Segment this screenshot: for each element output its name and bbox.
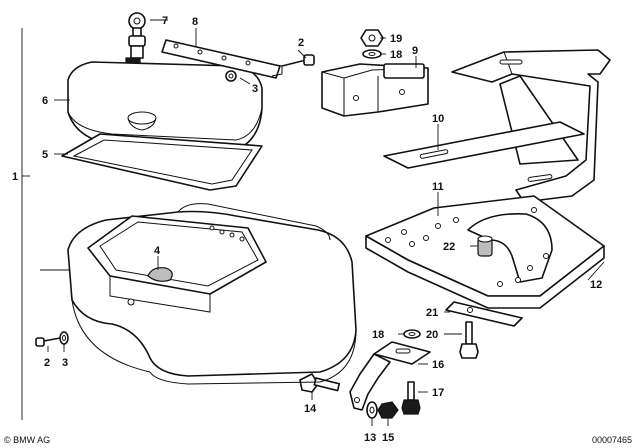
callout-2-lower: 2 [44, 357, 50, 369]
washer-lower-left[interactable] [59, 331, 69, 345]
washer-small-bracket[interactable] [362, 49, 382, 59]
frame-bracket[interactable] [383, 49, 611, 203]
callout-17: 17 [432, 387, 444, 399]
callout-19: 19 [390, 33, 402, 45]
leader-lines [21, 19, 605, 426]
callout-6: 6 [42, 95, 48, 107]
clamp-strip[interactable] [445, 301, 523, 327]
callout-3-upper: 3 [252, 83, 258, 95]
callout-16: 16 [432, 359, 444, 371]
callout-5: 5 [42, 149, 48, 161]
callout-21: 21 [426, 307, 438, 319]
hinge[interactable] [161, 39, 283, 79]
callout-11: 11 [432, 181, 444, 193]
angle-bracket[interactable] [349, 341, 431, 411]
callout-20: 20 [426, 329, 438, 341]
spacer-sleeve[interactable] [477, 235, 493, 257]
callout-3-lower: 3 [62, 357, 68, 369]
callout-13: 13 [364, 432, 376, 444]
copyright-text: © BMW AG [4, 435, 50, 445]
nut-small-bracket[interactable] [360, 29, 384, 47]
mounting-bracket-small[interactable] [321, 63, 429, 117]
hex-bolt-bracket[interactable] [401, 381, 421, 415]
case-lid[interactable] [67, 61, 263, 151]
washer-upper[interactable] [225, 70, 237, 82]
lid-seal[interactable] [61, 133, 263, 191]
callout-10: 10 [432, 113, 444, 125]
callout-8: 8 [192, 16, 198, 28]
callout-1: 1 [12, 171, 18, 183]
drawing-code: 00007465 [592, 435, 632, 445]
hex-bolt-base[interactable] [459, 321, 479, 359]
nut-side[interactable] [377, 401, 399, 419]
screw-lower[interactable] [35, 337, 61, 347]
callout-22: 22 [443, 241, 455, 253]
callout-7: 7 [162, 15, 168, 27]
hex-bolt-side[interactable] [299, 373, 341, 393]
screw-upper[interactable] [281, 54, 315, 67]
callout-18-upper: 18 [390, 49, 402, 61]
callout-18-lower: 18 [372, 329, 384, 341]
callout-4: 4 [154, 245, 161, 257]
callout-2-upper: 2 [298, 37, 304, 49]
callout-12: 12 [590, 279, 602, 291]
washer-lower[interactable] [403, 329, 421, 339]
washer-side[interactable] [366, 401, 378, 419]
callout-14: 14 [304, 403, 317, 415]
case-body[interactable] [67, 203, 357, 385]
lock-cylinder-with-key[interactable] [125, 12, 146, 65]
callout-9: 9 [412, 45, 418, 57]
callout-15: 15 [382, 432, 394, 444]
